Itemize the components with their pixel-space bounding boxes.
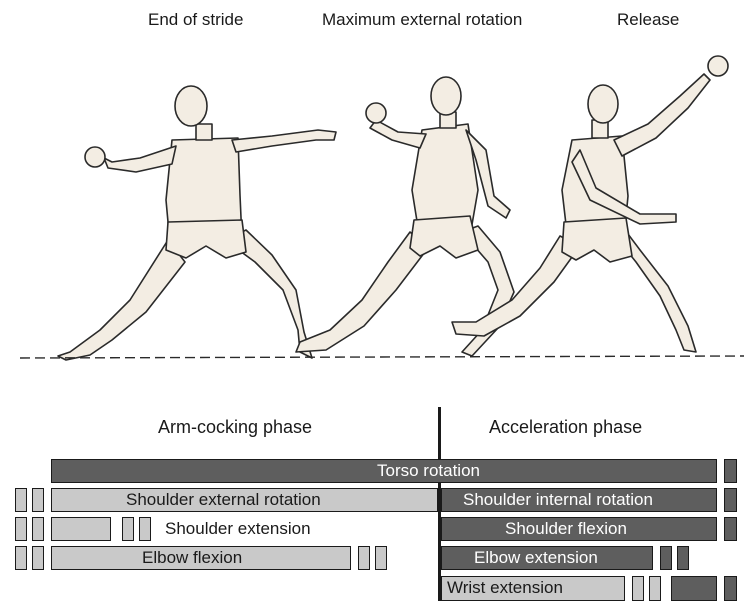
bar-shoulder-external-dash-2 xyxy=(32,488,44,512)
label-shoulder-extension: Shoulder extension xyxy=(165,519,311,539)
bar-shoulder-extension-dash-1 xyxy=(15,517,27,541)
bar-wrist-extension-dash-1 xyxy=(632,576,644,601)
label-elbow-flexion: Elbow flexion xyxy=(142,548,242,568)
bar-elbow-flexion-dash-1 xyxy=(15,546,27,570)
bar-elbow-extension-dash-1 xyxy=(660,546,672,570)
label-elbow-extension: Elbow extension xyxy=(474,548,598,568)
ground-line xyxy=(20,356,744,358)
label-wrist-extension: Wrist extension xyxy=(447,578,563,598)
label-shoulder-flexion: Shoulder flexion xyxy=(505,519,627,539)
bar-shoulder-extension-dash-3 xyxy=(122,517,134,541)
label-shoulder-external-rotation: Shoulder external rotation xyxy=(126,490,321,510)
bar-elbow-extension-dash-2 xyxy=(677,546,689,570)
bar-torso-rotation-dash xyxy=(724,459,737,483)
throwing-motion-illustration xyxy=(0,0,744,380)
bar-shoulder-internal-dash xyxy=(724,488,737,512)
label-torso-rotation: Torso rotation xyxy=(377,461,480,481)
label-shoulder-internal-rotation: Shoulder internal rotation xyxy=(463,490,653,510)
bar-elbow-flexion-dash-3 xyxy=(358,546,370,570)
phase-label-arm-cocking: Arm-cocking phase xyxy=(158,417,312,438)
bar-shoulder-extension-dash-2 xyxy=(32,517,44,541)
bar-wrist-extension-dash-2 xyxy=(649,576,661,601)
bar-shoulder-extension-dash-4 xyxy=(139,517,151,541)
bar-elbow-flexion-dash-2 xyxy=(32,546,44,570)
bar-shoulder-extension xyxy=(51,517,111,541)
figure-end-of-stride xyxy=(58,86,336,360)
bar-wrist-dash xyxy=(724,576,737,601)
bar-shoulder-external-dash-1 xyxy=(15,488,27,512)
figure-max-external-rotation xyxy=(296,77,514,356)
bar-elbow-flexion-dash-4 xyxy=(375,546,387,570)
bar-shoulder-flexion-dash xyxy=(724,517,737,541)
phase-label-acceleration: Acceleration phase xyxy=(489,417,642,438)
bar-wrist-flexion-start xyxy=(671,576,717,601)
